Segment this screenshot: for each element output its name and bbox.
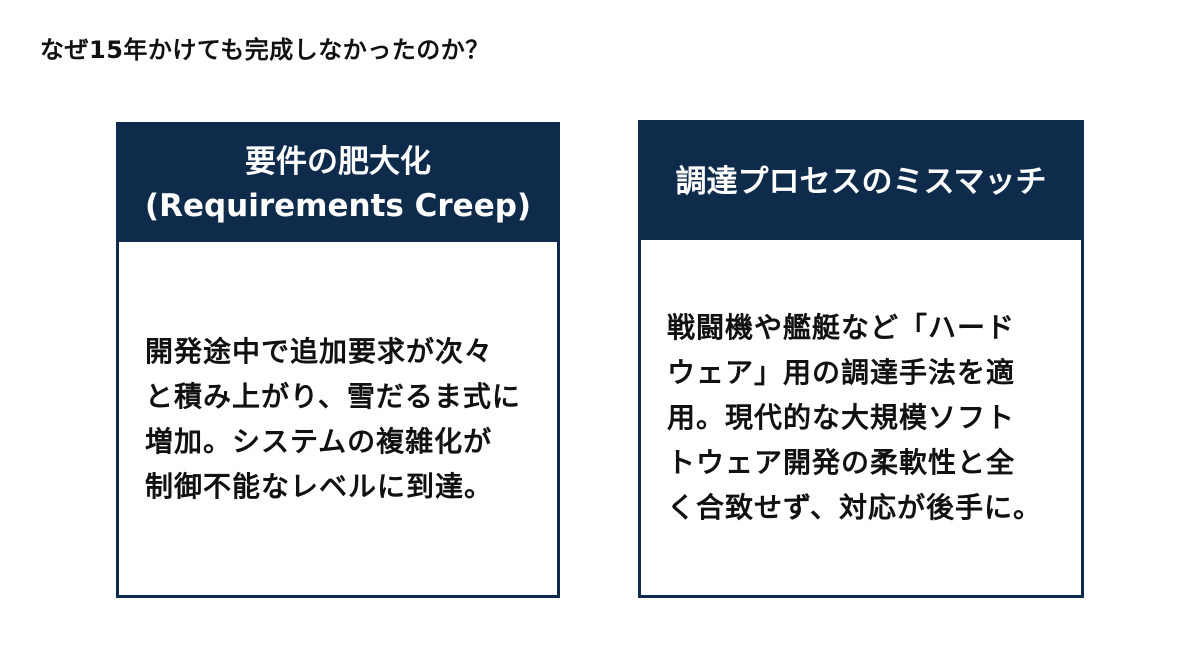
card-body: 開発途中で追加要求が次々 と積み上がり、雪だるま式に 増加。システムの複雑化が … xyxy=(119,242,557,595)
card-subtitle: (Requirements Creep) xyxy=(144,187,532,224)
card-body: 戦闘機や艦艇など「ハード ウェア」用の調達手法を適 用。現代的な大規模ソフト ト… xyxy=(641,240,1081,595)
text-line: 制御不能なレベルに到達。 xyxy=(145,469,494,503)
page-title: なぜ15年かけても完成しなかったのか？ xyxy=(40,36,490,64)
card-header: 要件の肥大化 (Requirements Creep) xyxy=(119,125,557,242)
text-line: 用。現代的な大規模ソフト xyxy=(667,401,1016,434)
text-line: 開発途中で追加要求が次々 xyxy=(145,334,494,368)
text-line: く合致せず、対応が後手に。 xyxy=(667,491,1043,524)
card-description: 開発途中で追加要求が次々 と積み上がり、雪だるま式に 増加。システムの複雑化が … xyxy=(145,329,531,509)
requirements-creep-card: 要件の肥大化 (Requirements Creep) 開発途中で追加要求が次々… xyxy=(116,122,560,598)
card-description: 戦闘機や艦艇など「ハード ウェア」用の調達手法を適 用。現代的な大規模ソフト ト… xyxy=(667,305,1055,530)
text-line: ウェア」用の調達手法を適 xyxy=(667,356,1016,389)
card-title: 要件の肥大化 xyxy=(245,143,431,180)
procurement-mismatch-card: 調達プロセスのミスマッチ 戦闘機や艦艇など「ハード ウェア」用の調達手法を適 用… xyxy=(638,120,1084,598)
text-line: と積み上がり、雪だるま式に xyxy=(145,379,521,413)
text-line: トウェア開発の柔軟性と全 xyxy=(667,446,1016,479)
card-title: 調達プロセスのミスマッチ xyxy=(675,163,1047,200)
text-line: 戦闘機や艦艇など「ハード xyxy=(667,311,1016,344)
card-header: 調達プロセスのミスマッチ xyxy=(641,123,1081,240)
text-line: 増加。システムの複雑化が xyxy=(145,424,493,458)
